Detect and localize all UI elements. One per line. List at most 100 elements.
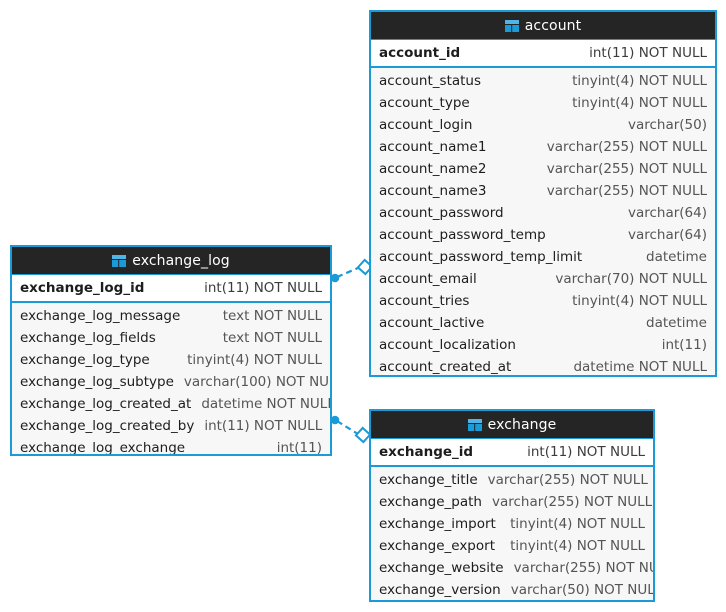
relationship-line [336, 266, 359, 279]
column-row[interactable]: account_name1 varchar(255) NOT NULL [371, 136, 715, 158]
column-name: exchange_title [379, 472, 478, 488]
column-type: text NOT NULL [222, 308, 322, 324]
relationship-exchange_log-to-account[interactable] [330, 258, 374, 283]
column-row[interactable]: exchange_log_created_by int(11) NOT NULL [12, 415, 330, 437]
relationship-line [336, 420, 359, 435]
column-name: account_lactive [379, 315, 485, 331]
entity-table-exchange[interactable]: exchange exchange_id int(11) NOT NULL ex… [369, 409, 655, 602]
column-type: int(11) NOT NULL [527, 444, 645, 460]
column-type: varchar(255) NOT NULL [487, 472, 648, 488]
entity-table-account[interactable]: account account_id int(11) NOT NULL acco… [369, 10, 717, 377]
table-icon [504, 19, 519, 32]
column-name: exchange_log_message [20, 308, 181, 324]
primary-key-row[interactable]: exchange_log_id int(11) NOT NULL [12, 275, 330, 303]
column-row[interactable]: account_status tinyint(4) NOT NULL [371, 70, 715, 92]
column-row[interactable]: account_created_at datetime NOT NULL [371, 356, 715, 375]
table-icon [467, 418, 482, 431]
column-type: int(11) NOT NULL [204, 280, 322, 296]
column-type: varchar(255) NOT NULL [491, 494, 653, 510]
column-row[interactable]: exchange_path varchar(255) NOT NULL [371, 491, 653, 513]
column-name: exchange_log_id [20, 280, 145, 296]
relationship-target-diamond [354, 426, 372, 444]
column-type: int(11) [276, 440, 322, 456]
column-type: tinyint(4) NOT NULL [510, 516, 645, 532]
column-name: account_name1 [379, 139, 487, 155]
column-name: account_tries [379, 293, 470, 309]
column-name: account_type [379, 95, 470, 111]
column-row[interactable]: account_name3 varchar(255) NOT NULL [371, 180, 715, 202]
column-name: exchange_log_created_at [20, 396, 192, 412]
column-type: datetime NOT NULL [201, 396, 332, 412]
column-name: exchange_version [379, 582, 501, 598]
column-row[interactable]: exchange_log_exchange int(11) [12, 437, 330, 456]
column-type: int(11) [661, 337, 707, 353]
column-type: varchar(255) NOT NULL [546, 161, 707, 177]
column-type: varchar(255) NOT NULL [546, 139, 707, 155]
column-type: tinyint(4) NOT NULL [572, 293, 707, 309]
column-name: account_created_at [379, 359, 512, 375]
entity-columns: exchange_title varchar(255) NOT NULL exc… [371, 467, 655, 600]
column-row[interactable]: account_login varchar(50) [371, 114, 715, 136]
column-type: varchar(50) [627, 117, 707, 133]
column-row[interactable]: account_password varchar(64) [371, 202, 715, 224]
relationship-exchange_log-to-exchange[interactable] [330, 415, 372, 444]
column-type: varchar(64) [627, 227, 707, 243]
column-row[interactable]: account_name2 varchar(255) NOT NULL [371, 158, 715, 180]
primary-key-row[interactable]: account_id int(11) NOT NULL [371, 40, 715, 68]
column-row[interactable]: account_lactive datetime [371, 312, 715, 334]
column-row[interactable]: exchange_website varchar(255) NOT NULL [371, 557, 653, 579]
column-type: tinyint(4) NOT NULL [572, 95, 707, 111]
column-name: account_password_temp_limit [379, 249, 583, 265]
column-name: exchange_import [379, 516, 496, 532]
column-name: exchange_log_created_by [20, 418, 195, 434]
entity-columns: exchange_log_message text NOT NULL excha… [12, 303, 330, 456]
column-type: varchar(64) [627, 205, 707, 221]
entity-header[interactable]: account [371, 12, 715, 40]
column-row[interactable]: exchange_log_fields text NOT NULL [12, 327, 330, 349]
column-type: varchar(255) NOT NULL [513, 560, 653, 576]
column-row[interactable]: exchange_log_message text NOT NULL [12, 305, 330, 327]
primary-key-row[interactable]: exchange_id int(11) NOT NULL [371, 439, 653, 467]
entity-title: account [524, 17, 582, 34]
column-name: exchange_log_fields [20, 330, 156, 346]
column-row[interactable]: exchange_log_created_at datetime NOT NUL… [12, 393, 330, 415]
column-type: tinyint(4) NOT NULL [510, 538, 645, 554]
column-row[interactable]: account_password_temp_limit datetime [371, 246, 715, 268]
column-type: varchar(70) NOT NULL [555, 271, 707, 287]
column-type: tinyint(4) NOT NULL [572, 73, 707, 89]
column-type: varchar(50) NOT NULL [510, 582, 655, 598]
column-name: exchange_log_subtype [20, 374, 174, 390]
table-icon [112, 254, 127, 267]
column-name: account_login [379, 117, 473, 133]
column-type: int(11) NOT NULL [589, 45, 707, 61]
column-row[interactable]: account_type tinyint(4) NOT NULL [371, 92, 715, 114]
column-row[interactable]: account_localization int(11) [371, 334, 715, 356]
column-type: tinyint(4) NOT NULL [187, 352, 322, 368]
column-name: account_password [379, 205, 504, 221]
column-row[interactable]: exchange_log_type tinyint(4) NOT NULL [12, 349, 330, 371]
column-row[interactable]: exchange_log_subtype varchar(100) NOT NU… [12, 371, 330, 393]
column-row[interactable]: exchange_import tinyint(4) NOT NULL [371, 513, 653, 535]
column-type: datetime [646, 315, 707, 331]
column-row[interactable]: exchange_title varchar(255) NOT NULL [371, 469, 653, 491]
column-type: text NOT NULL [222, 330, 322, 346]
column-name: exchange_path [379, 494, 482, 510]
column-name: exchange_id [379, 444, 474, 460]
column-type: datetime [646, 249, 707, 265]
column-type: varchar(100) NOT NULL [183, 374, 332, 390]
entity-header[interactable]: exchange [371, 411, 653, 439]
column-name: exchange_export [379, 538, 495, 554]
column-row[interactable]: exchange_export tinyint(4) NOT NULL [371, 535, 653, 557]
column-name: exchange_log_exchange [20, 440, 186, 456]
column-name: account_password_temp [379, 227, 546, 243]
entity-columns: account_status tinyint(4) NOT NULL accou… [371, 68, 715, 375]
column-row[interactable]: account_password_temp varchar(64) [371, 224, 715, 246]
column-row[interactable]: account_email varchar(70) NOT NULL [371, 268, 715, 290]
entity-title: exchange [487, 416, 557, 433]
entity-header[interactable]: exchange_log [12, 247, 330, 275]
entity-table-exchange_log[interactable]: exchange_log exchange_log_id int(11) NOT… [10, 245, 332, 456]
entity-title: exchange_log [132, 252, 230, 269]
column-row[interactable]: account_tries tinyint(4) NOT NULL [371, 290, 715, 312]
column-row[interactable]: exchange_version varchar(50) NOT NULL [371, 579, 655, 600]
